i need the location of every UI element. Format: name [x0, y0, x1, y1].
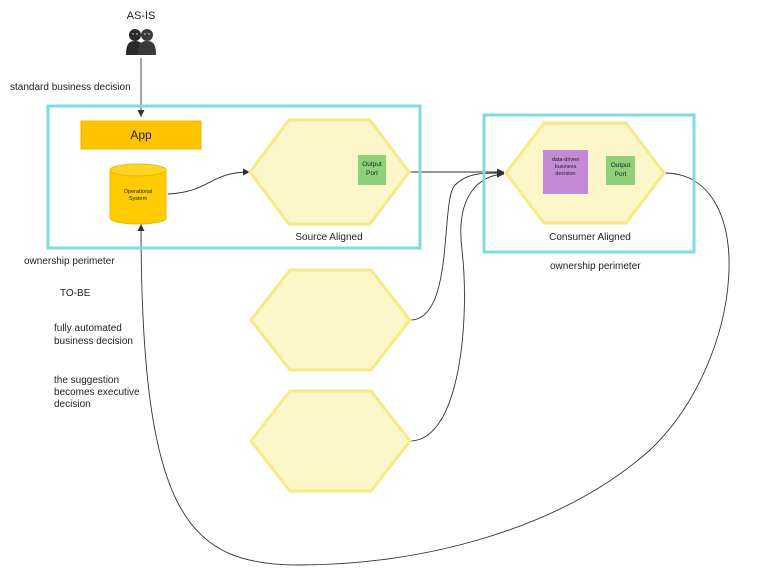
decision-note-line3: decision — [555, 171, 575, 177]
connector-system-to-source — [167, 168, 251, 195]
operational-system-label-line2: System — [129, 196, 148, 202]
output-port-source-label-line1: Output — [362, 161, 382, 168]
automated-label-line2: business decision — [54, 336, 133, 347]
suggestion-label-line1: the suggestion — [54, 375, 119, 386]
app-label: App — [130, 128, 152, 142]
decision-note — [543, 150, 588, 194]
operational-system-label-line1: Operational — [124, 189, 152, 195]
ownership-perimeter-consumer — [482, 113, 696, 254]
ownership-perimeter-right-label: ownership perimeter — [550, 261, 641, 272]
connector-suggestion-to-consumer — [409, 170, 505, 442]
decision-note-line1: data-driven — [552, 157, 580, 163]
connector-consumer-feedback-to-system — [137, 172, 730, 566]
output-port-source — [358, 155, 386, 185]
decision-note-line2: business — [555, 164, 577, 170]
output-port-consumer — [606, 156, 635, 185]
ownership-perimeter-left-label: ownership perimeter — [24, 256, 115, 267]
ownership-perimeter-source — [46, 104, 422, 250]
consumer-aligned-label: Consumer Aligned — [549, 232, 631, 243]
standard-decision-label: standard business decision — [10, 82, 131, 93]
connectors — [137, 58, 730, 566]
connector-automated-to-consumer — [409, 169, 505, 321]
source-aligned-label: Source Aligned — [295, 232, 362, 243]
automated-label-line1: fully automated — [54, 323, 122, 334]
database-icon — [109, 163, 167, 225]
output-port-consumer-label-line2: Port — [615, 171, 627, 178]
automated-decision-hexagon — [249, 268, 412, 372]
output-port-consumer-label-line1: Output — [611, 162, 631, 169]
source-aligned-hexagon — [248, 118, 411, 226]
app-box — [80, 120, 202, 150]
as-is-label: AS-IS — [127, 10, 156, 22]
people-icon — [126, 29, 156, 55]
suggestion-label-line2: becomes executive — [54, 387, 140, 398]
to-be-label: TO-BE — [60, 288, 91, 299]
suggestion-decision-hexagon — [249, 389, 412, 493]
output-port-source-label-line2: Port — [366, 170, 378, 177]
suggestion-label-line3: decision — [54, 399, 91, 410]
